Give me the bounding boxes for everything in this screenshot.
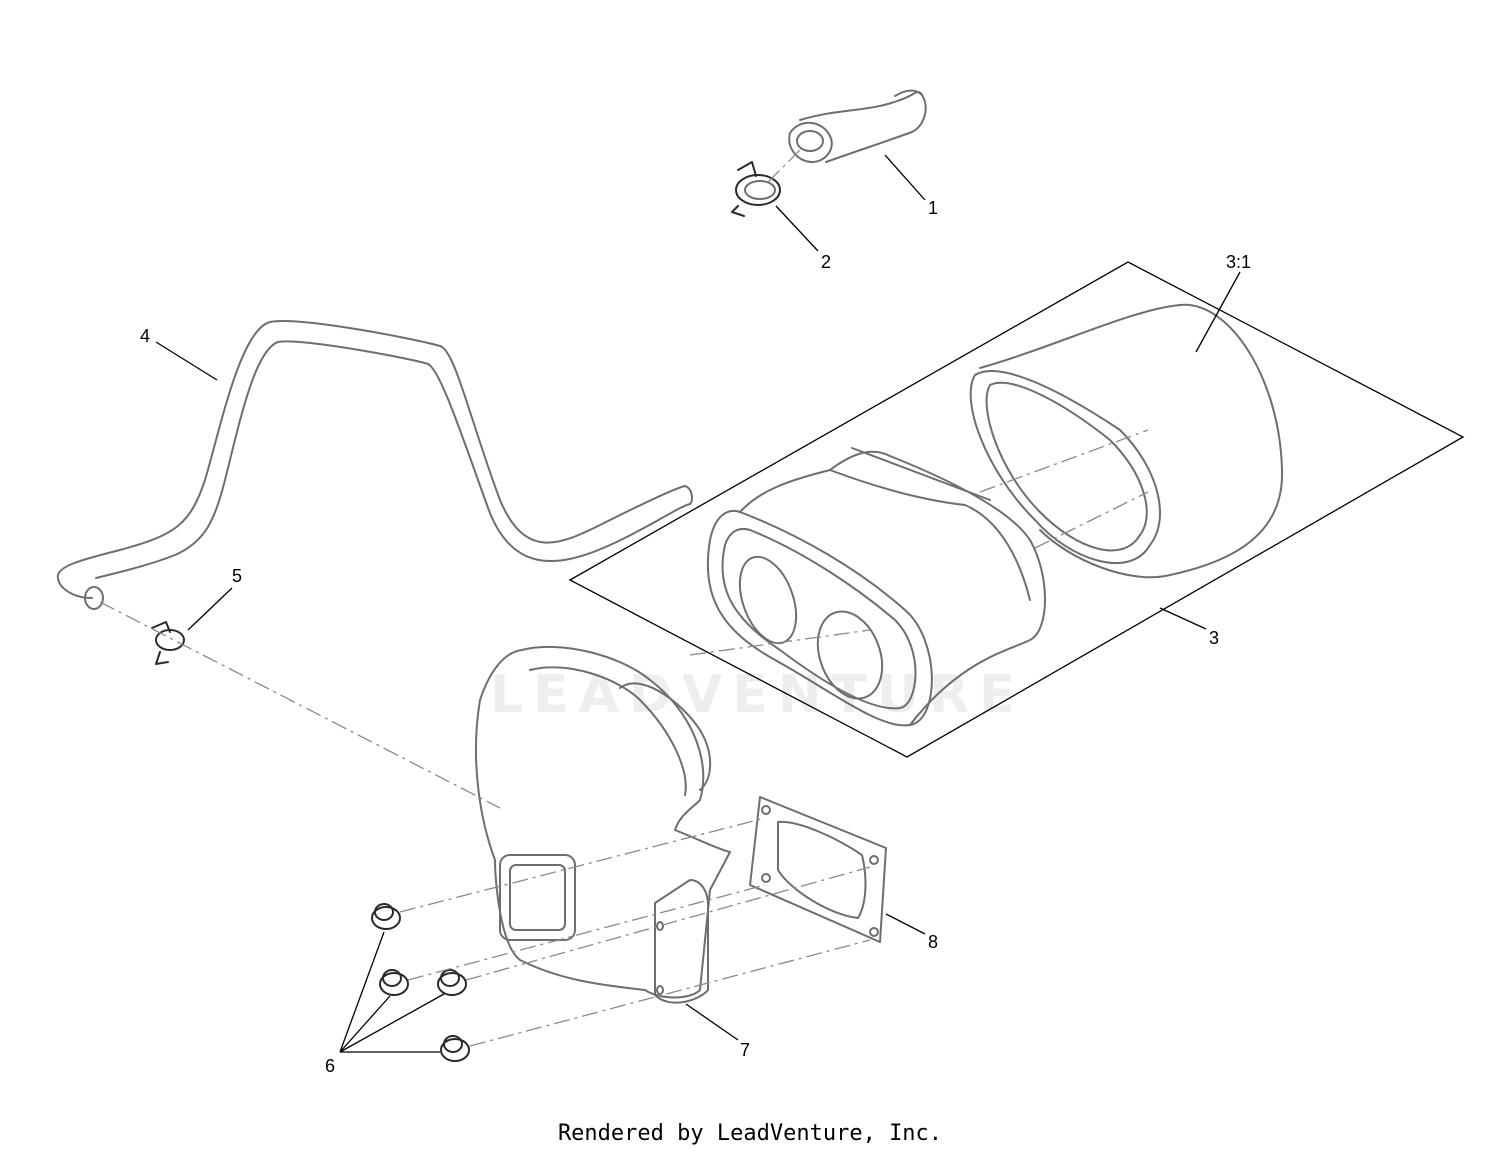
part-8-gasket[interactable] xyxy=(749,796,887,943)
leader-8 xyxy=(885,913,926,935)
part-4-breather-hose[interactable] xyxy=(56,320,694,610)
callout-3-1[interactable]: 3:1 xyxy=(1226,252,1251,272)
leader-5 xyxy=(187,587,233,631)
leader-4 xyxy=(155,341,218,381)
part-7-intake-adapter[interactable] xyxy=(475,645,731,1004)
callout-5[interactable]: 5 xyxy=(232,566,242,586)
leader-2 xyxy=(775,205,819,252)
part-5-hose-clamp[interactable] xyxy=(151,621,185,665)
centerline-3-1a xyxy=(979,429,1149,493)
leader-6c xyxy=(339,993,445,1053)
leader-1 xyxy=(884,154,926,201)
centerline-nut-a xyxy=(399,817,766,913)
callout-6[interactable]: 6 xyxy=(325,1056,335,1076)
callout-3[interactable]: 3 xyxy=(1209,628,1219,648)
callout-2[interactable]: 2 xyxy=(821,252,831,272)
part-2-hose-clamp[interactable] xyxy=(731,161,781,217)
watermark-text: LEADVENTURE xyxy=(490,665,1025,725)
part-3-air-filter[interactable] xyxy=(706,447,1046,727)
leader-3 xyxy=(1159,607,1207,630)
part-6-flange-nut-b[interactable] xyxy=(379,969,409,996)
centerline-1-2 xyxy=(767,149,801,183)
callout-8[interactable]: 8 xyxy=(928,932,938,952)
leader-3-1 xyxy=(1195,271,1241,353)
centerline-nut-c xyxy=(465,866,871,981)
kit-outline xyxy=(568,261,1465,758)
leader-6b xyxy=(339,995,391,1053)
callout-1[interactable]: 1 xyxy=(928,198,938,218)
part-6-flange-nut-d[interactable] xyxy=(440,1035,470,1062)
centerline-4-5 xyxy=(99,601,501,809)
footer-credit: Rendered by LeadVenture, Inc. xyxy=(558,1121,942,1146)
part-6-flange-nut-a[interactable] xyxy=(371,903,401,930)
centerline-3-1b xyxy=(1034,491,1149,549)
part-3-1-filter-element[interactable] xyxy=(969,303,1284,579)
centerline-nut-b xyxy=(407,884,766,981)
centerline-3-7a xyxy=(689,629,871,656)
part-6-flange-nut-c[interactable] xyxy=(437,969,467,996)
callout-7[interactable]: 7 xyxy=(740,1040,750,1060)
callout-4[interactable]: 4 xyxy=(140,326,150,346)
leader-6a xyxy=(339,931,385,1053)
centerline-nut-d xyxy=(469,939,871,1047)
leader-7 xyxy=(685,1003,739,1041)
part-1-elbow-hose[interactable] xyxy=(788,89,927,163)
